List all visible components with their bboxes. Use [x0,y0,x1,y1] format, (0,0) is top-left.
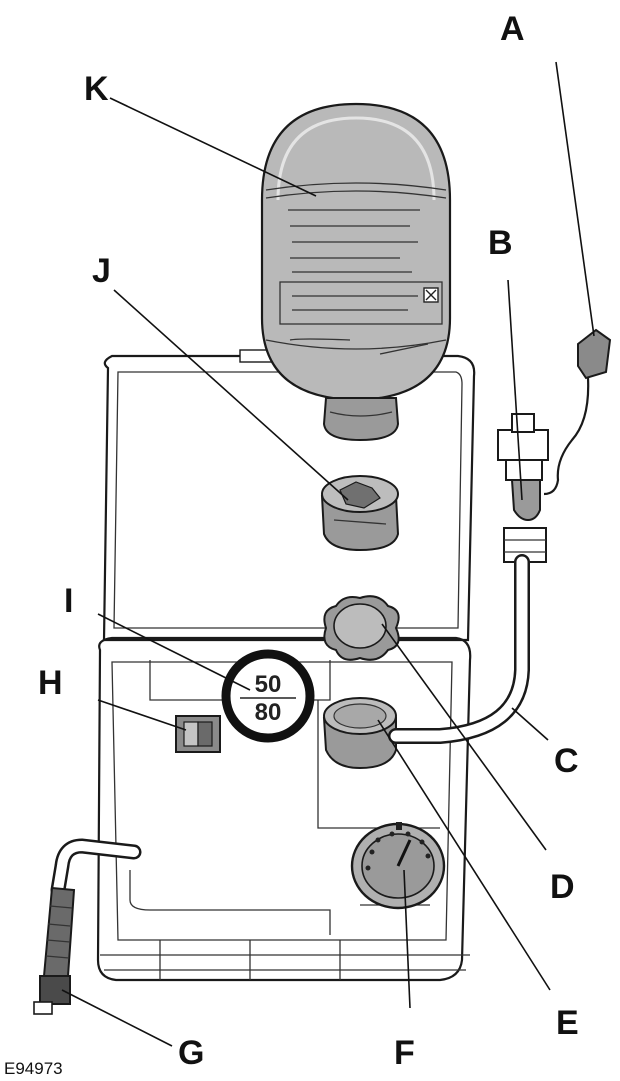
pressure-gauge-f [350,822,446,910]
callout-f: F [394,1034,415,1072]
callout-a: A [500,10,525,48]
leader-f [403,869,411,1009]
star-cap-d [323,595,400,661]
power-switch-h [175,715,221,753]
callout-i: I [64,582,73,620]
power-cable-g [33,838,142,1015]
callout-j: J [92,252,111,290]
leader-e [377,719,551,991]
leader-a [555,61,595,337]
leader-d [381,623,547,851]
sealant-bottle [260,102,452,442]
figure-id: E94973 [4,1059,63,1078]
callout-b: B [488,224,513,262]
speed-limit-label-i: 50 80 [221,649,315,743]
callout-g: G [178,1034,204,1072]
callout-e: E [556,1004,579,1042]
air-hose-c [388,554,530,744]
callout-c: C [554,742,579,780]
kit-lid [102,349,476,642]
callout-k: K [84,70,109,108]
leader-c [511,707,549,741]
hose-connector-b [497,413,549,563]
leader-h [97,699,187,731]
leader-j [113,289,349,501]
leader-b [507,279,523,501]
bottle-cap [320,475,400,552]
leader-k [109,97,317,197]
hose-port-e [322,697,397,770]
leader-i [97,613,251,691]
speed-label-upper: 50 [255,671,282,698]
leader-g [61,989,173,1047]
power-plug-a [543,328,612,496]
speed-label-lower: 80 [255,699,282,726]
callout-d: D [550,868,575,906]
leader-lines [61,61,595,1047]
callout-h: H [38,664,63,702]
